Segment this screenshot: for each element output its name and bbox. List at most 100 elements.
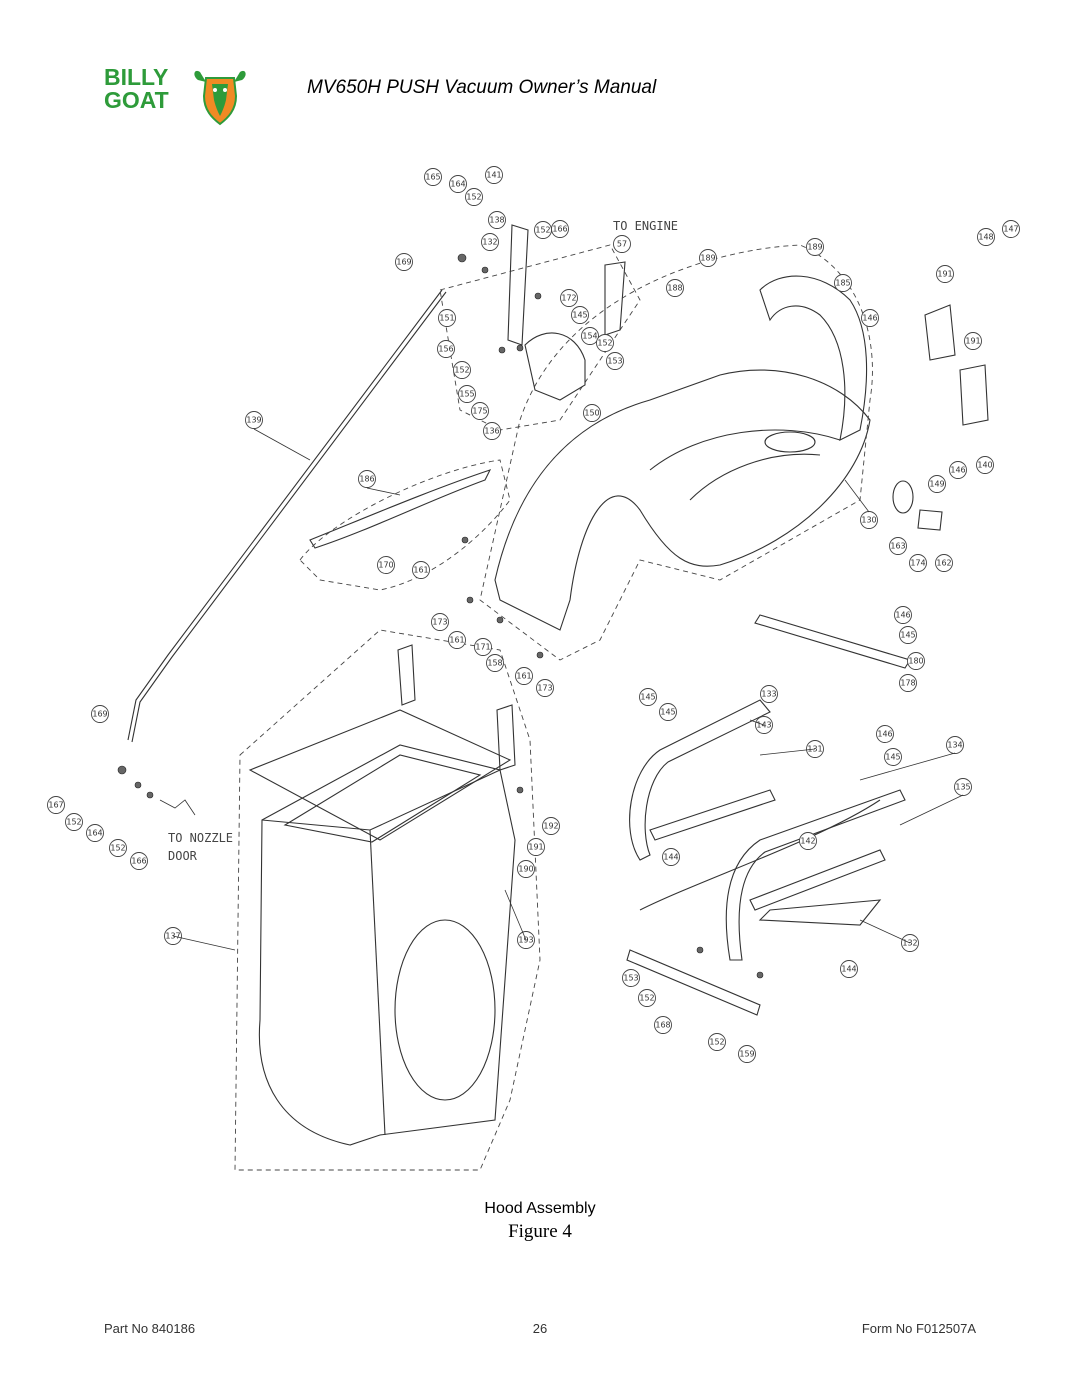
callout-circle: [936, 265, 954, 283]
callout-circle: [488, 211, 506, 229]
callout-number: 191: [965, 337, 980, 346]
part-callout-150: 150: [583, 404, 601, 422]
part-callout-158: 158: [486, 654, 504, 672]
callout-number: 166: [131, 857, 146, 866]
part-callout-152: 152: [465, 188, 483, 206]
hood-body: [494, 369, 871, 631]
callout-circle: [437, 340, 455, 358]
note-to-engine: TO ENGINE: [613, 219, 678, 233]
callout-number: 142: [800, 837, 815, 846]
callout-circle: [583, 404, 601, 422]
callout-circle: [109, 839, 127, 857]
figure-caption-number: Figure 4: [508, 1221, 572, 1242]
engine-zone-outline: [439, 244, 641, 431]
part-callout-167: 167: [47, 796, 65, 814]
callout-number: 185: [835, 279, 850, 288]
part-callout-146: 146: [876, 725, 894, 743]
part-callout-164: 164: [86, 824, 104, 842]
callout-number: 169: [92, 710, 107, 719]
callout-circle: [449, 175, 467, 193]
callout-number: 135: [955, 783, 970, 792]
leader-line: [253, 428, 311, 461]
billy-goat-logo: BILLY GOAT: [104, 66, 254, 126]
part-callout-189: 189: [806, 238, 824, 256]
callout-circle: [431, 613, 449, 631]
callout-circle: [130, 852, 148, 870]
exploded-view-drawing: TO ENGINE TO NOZZLE DOOR 165164152141138…: [47, 166, 1020, 1171]
part-callout-161: 161: [515, 667, 533, 685]
handle-frame: [629, 699, 771, 861]
leader-group: [172, 428, 964, 951]
goat-head-shield-icon: [194, 70, 246, 126]
part-callout-178: 178: [899, 674, 917, 692]
note-to-nozzle-2: DOOR: [168, 849, 198, 863]
footer-form-number: Form No F012507A: [861, 1321, 976, 1336]
callout-number: 174: [910, 559, 925, 568]
callout-number: 161: [516, 672, 531, 681]
callout-number: 145: [885, 753, 900, 762]
callout-number: 166: [552, 225, 567, 234]
part-callout-152: 152: [109, 839, 127, 857]
footer-part-number: Part No 840186: [104, 1321, 196, 1336]
part-callout-140: 140: [976, 456, 994, 474]
part-callout-188: 188: [666, 279, 684, 297]
part-callout-152: 152: [596, 334, 614, 352]
collection-bag: [258, 744, 516, 1146]
callout-number: 186: [359, 475, 374, 484]
part-callout-159: 159: [738, 1045, 756, 1063]
callout-number: 138: [489, 216, 504, 225]
part-callout-163: 163: [889, 537, 907, 555]
callout-circle: [527, 838, 545, 856]
part-callout-152: 152: [453, 361, 471, 379]
latch-bracket-lower: [959, 364, 989, 426]
callout-number: 162: [936, 559, 951, 568]
callout-circle: [453, 361, 471, 379]
part-callout-186: 186: [358, 470, 376, 488]
callout-number: 132: [482, 238, 497, 247]
callout-number: 144: [841, 965, 856, 974]
part-callout-130: 130: [860, 511, 878, 529]
callout-circle: [799, 832, 817, 850]
callout-circle: [581, 327, 599, 345]
document-title: MV650H PUSH Vacuum Owner’s Manual: [307, 77, 657, 98]
callout-number: 146: [862, 314, 877, 323]
callout-number: 147: [1003, 225, 1018, 234]
part-callout-139: 139: [245, 411, 263, 429]
part-callout-171: 171: [474, 638, 492, 656]
callout-circle: [606, 352, 624, 370]
callout-number: 146: [877, 730, 892, 739]
callout-number: 158: [487, 659, 502, 668]
callout-number: 141: [486, 171, 501, 180]
part-callout-145: 145: [899, 626, 917, 644]
callout-number: 152: [110, 844, 125, 853]
callout-circle: [760, 685, 778, 703]
callout-circle: [964, 332, 982, 350]
callout-circle: [949, 461, 967, 479]
part-callout-142: 142: [799, 832, 817, 850]
part-callout-185: 185: [834, 274, 852, 292]
part-callout-153: 153: [606, 352, 624, 370]
callout-number: 133: [761, 690, 776, 699]
callout-number: 146: [895, 611, 910, 620]
leader-line: [172, 935, 236, 951]
bag-latch-left: [397, 644, 416, 706]
callout-number: 134: [947, 741, 962, 750]
bag-zone-outline: [234, 629, 541, 1171]
part-callout-151: 151: [438, 309, 456, 327]
callout-circle: [639, 688, 657, 706]
part-callout-189: 189: [699, 249, 717, 267]
callout-number: 140: [977, 461, 992, 470]
part-callout-165: 165: [424, 168, 442, 186]
callout-number: 188: [667, 284, 682, 293]
callout-number: 145: [640, 693, 655, 702]
part-callout-191: 191: [964, 332, 982, 350]
callout-circle: [666, 279, 684, 297]
part-callout-147: 147: [1002, 220, 1020, 238]
callout-circle: [977, 228, 995, 246]
callout-number: 130: [861, 516, 876, 525]
part-callout-190: 190: [517, 860, 535, 878]
hood-handle: [759, 275, 868, 441]
cap-disc: [892, 480, 914, 514]
callout-number: 170: [378, 561, 393, 570]
